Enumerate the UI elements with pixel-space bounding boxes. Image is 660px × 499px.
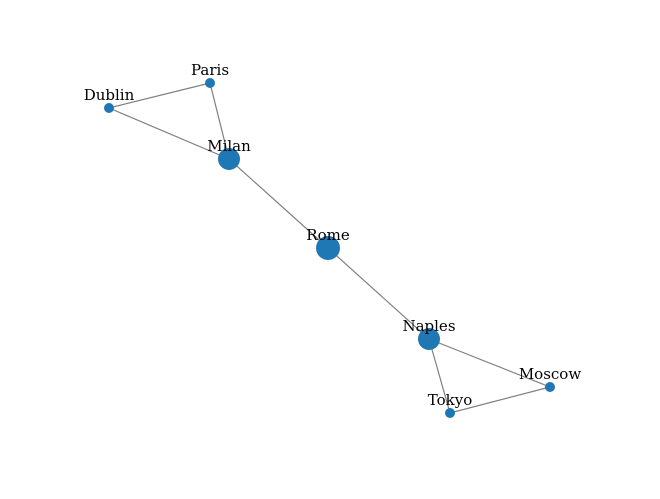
edge-paris-milan xyxy=(209,82,230,160)
edges-layer xyxy=(108,82,551,414)
node-label-rome: Rome xyxy=(306,226,350,244)
node-paris xyxy=(205,78,215,88)
node-label-paris: Paris xyxy=(191,61,229,79)
node-rome xyxy=(316,236,340,260)
node-dublin xyxy=(104,103,114,113)
node-label-tokyo: Tokyo xyxy=(428,391,472,409)
edge-milan-rome xyxy=(228,158,329,249)
edge-naples-tokyo xyxy=(428,338,451,414)
node-label-naples: Naples xyxy=(402,317,455,335)
node-naples xyxy=(418,328,440,350)
edge-dublin-milan xyxy=(108,107,230,160)
node-moscow xyxy=(545,382,555,392)
node-milan xyxy=(218,148,240,170)
edge-naples-moscow xyxy=(428,338,551,388)
nodes-layer xyxy=(104,78,555,418)
edge-rome-naples xyxy=(327,247,430,340)
edge-paris-dublin xyxy=(108,82,211,109)
node-label-dublin: Dublin xyxy=(84,86,135,104)
node-label-moscow: Moscow xyxy=(519,365,582,383)
node-tokyo xyxy=(445,408,455,418)
node-label-milan: Milan xyxy=(207,137,251,155)
edge-moscow-tokyo xyxy=(449,386,551,414)
